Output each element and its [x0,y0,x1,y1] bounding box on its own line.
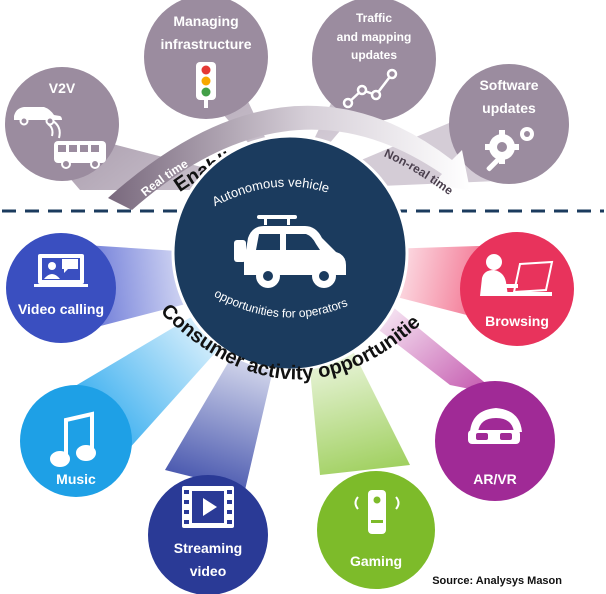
consumer-label-gaming: Gaming [350,553,402,569]
consumer-label-music: Music [56,471,96,487]
consumer-circle-streaming-video: Streaming video [148,475,268,594]
person-laptop-icon [480,254,554,296]
enabling-circle-v2v: V2V [5,67,119,181]
car-and-bus-icon [14,107,106,169]
enabling-circle-software-updates: Software updates [449,64,569,184]
consumer-circle-gaming: Gaming [317,471,435,589]
enabling-label-updates-2: updates [482,100,536,116]
vr-headset-icon [468,408,522,444]
enabling-label-managing: Managing [173,13,238,29]
car-icon [234,215,346,288]
enabling-circle-managing-infrastructure: Managing infrastructure [144,0,268,119]
source-note: Source: Analysys Mason [432,575,562,587]
consumer-label-browsing: Browsing [485,313,549,329]
consumer-label-video-calling: Video calling [18,301,104,317]
enabling-circle-traffic-mapping: Traffic and mapping updates [312,0,436,121]
consumer-circle-music: Music [20,385,132,497]
enabling-label-v2v: V2V [49,80,76,96]
consumer-label-video: video [190,563,227,579]
video-call-icon [34,254,88,287]
film-play-icon [182,486,234,528]
traffic-light-icon [196,62,216,108]
consumer-circle-video-calling: Video calling [6,233,116,343]
enabling-label-software: Software [479,77,538,93]
enabling-label-traffic: Traffic [356,11,392,25]
consumer-circle-ar-vr: AR/VR [435,381,555,501]
consumer-label-ar-vr: AR/VR [473,471,517,487]
consumer-label-streaming: Streaming [174,540,242,556]
map-route-icon [342,68,398,109]
enabling-label-updates: updates [351,48,397,62]
consumer-circle-browsing: Browsing [460,232,574,346]
enabling-label-infrastructure: infrastructure [160,36,251,52]
game-controller-icon [354,490,400,534]
enabling-label-and-mapping: and mapping [337,30,412,44]
music-note-icon [50,411,96,467]
gears-wrench-icon [485,127,534,172]
center-circle: Autonomous vehicle opportunities for ope… [171,134,409,372]
